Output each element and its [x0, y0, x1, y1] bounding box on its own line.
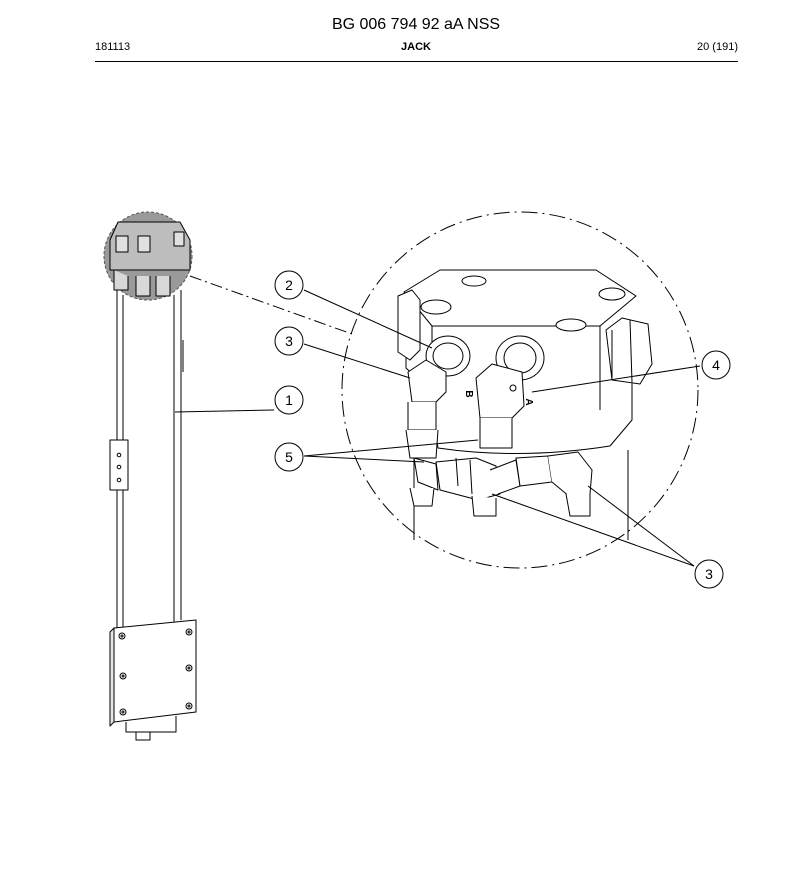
callout-label-5: 5 [285, 449, 293, 465]
port-label-b: B [463, 390, 474, 397]
page-number: 20 (191) [697, 41, 738, 53]
document-number: BG 006 794 92 aA NSS [331, 16, 501, 33]
callout-label-2: 2 [285, 277, 293, 293]
detail-connector-line [189, 275, 353, 335]
header-rule [95, 61, 738, 62]
port-label-a: A [523, 398, 534, 405]
callout-label-4: 4 [712, 357, 720, 373]
callout-3-upper [274, 326, 304, 356]
valve-block-detail [397, 269, 653, 540]
detail-view-circle [341, 211, 699, 569]
callout-bubbles [274, 270, 731, 589]
callout-3-lower [694, 559, 724, 589]
callout-label-3-upper: 3 [285, 333, 293, 349]
callout-4 [701, 350, 731, 380]
callout-label-3-lower: 3 [705, 566, 713, 582]
date-code: 181113 [95, 41, 131, 53]
section-title: JACK [401, 41, 431, 53]
callout-label-1: 1 [285, 392, 293, 408]
callout-5 [274, 442, 304, 472]
callout-2 [274, 270, 304, 300]
jack-cylinder [103, 211, 197, 741]
callout-1 [274, 385, 304, 415]
leader-lines [174, 289, 701, 567]
